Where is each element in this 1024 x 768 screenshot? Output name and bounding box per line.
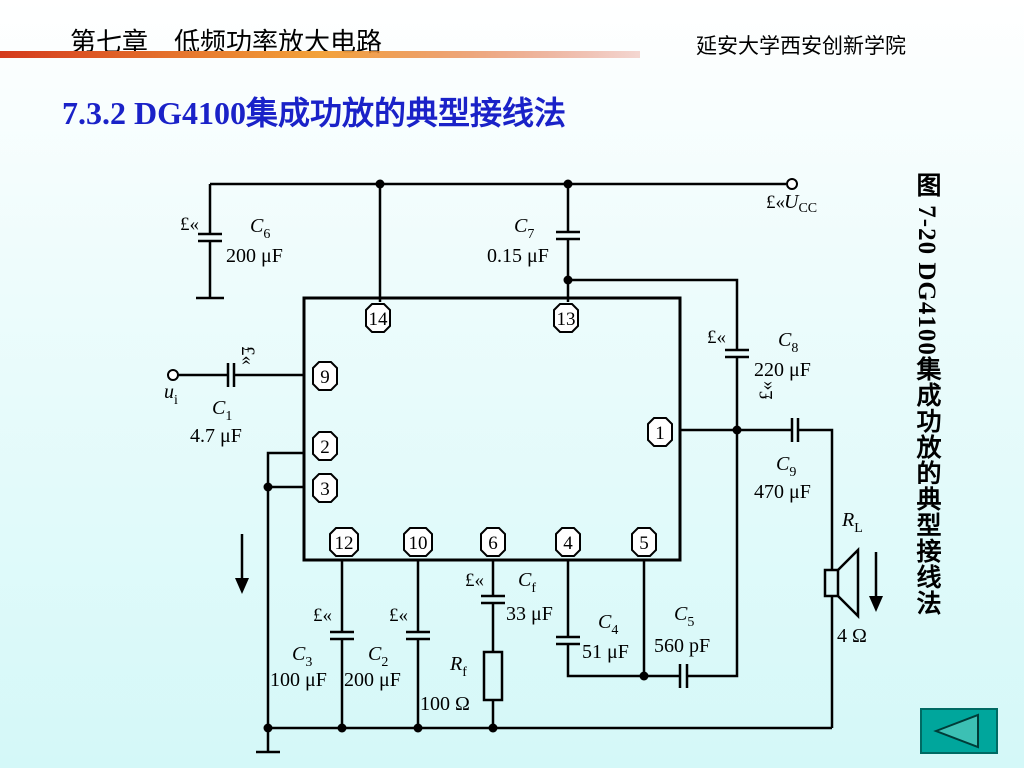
label-c5: C5 560 pF: [654, 603, 710, 657]
label-c4: C4 51 μF: [582, 611, 629, 663]
svg-text:6: 6: [488, 533, 498, 554]
svg-text:C6: C6: [250, 215, 270, 242]
svg-text:UCC: UCC: [784, 191, 817, 216]
svg-text:13: 13: [557, 309, 576, 330]
svg-text:5: 5: [639, 533, 649, 554]
svg-text:560 pF: 560 pF: [654, 635, 710, 657]
svg-text:C5: C5: [674, 603, 694, 630]
svg-text:470 μF: 470 μF: [754, 481, 811, 503]
svg-text:Cf: Cf: [518, 569, 536, 596]
left-triangle-icon: [933, 713, 979, 749]
label-c2: C2 200 μF: [344, 643, 401, 691]
svg-text:C1: C1: [212, 397, 232, 424]
svg-text:51 μF: 51 μF: [582, 641, 629, 663]
label-ucc: UCC: [784, 191, 817, 216]
svg-text:4: 4: [563, 533, 573, 554]
figure-caption: 图 7-20 DG4100集成功放的典型接线法: [913, 172, 940, 616]
plus-sign-c8: £«: [707, 327, 726, 348]
svg-text:0.15 μF: 0.15 μF: [487, 245, 549, 267]
label-c8: C8 220 μF: [754, 329, 811, 381]
svg-text:C8: C8: [778, 329, 798, 356]
label-rl: RL 4 Ω: [837, 509, 867, 647]
pin-3: 3: [312, 473, 338, 503]
svg-text:33 μF: 33 μF: [506, 603, 553, 625]
label-ui: ui: [164, 381, 178, 408]
label-rf: Rf 100 Ω: [420, 653, 470, 715]
svg-text:RL: RL: [841, 509, 863, 536]
label-c1: C1 4.7 μF: [190, 397, 242, 447]
pin-12: 12: [329, 527, 359, 557]
svg-text:1: 1: [655, 423, 665, 444]
svg-text:C3: C3: [292, 643, 312, 670]
pin-5: 5: [631, 527, 657, 557]
svg-text:220 μF: 220 μF: [754, 359, 811, 381]
svg-text:200 μF: 200 μF: [226, 245, 283, 267]
pin-6: 6: [480, 527, 506, 557]
plus-sign-ucc: £«: [766, 192, 785, 213]
pin-13: 13: [553, 303, 579, 333]
svg-text:C4: C4: [598, 611, 618, 638]
label-c3: C3 100 μF: [270, 643, 327, 691]
label-c9: C9 470 μF: [754, 453, 811, 503]
label-c6: C6 200 μF: [226, 215, 283, 267]
svg-text:C9: C9: [776, 453, 796, 480]
pin-10: 10: [403, 527, 433, 557]
label-c7: C7 0.15 μF: [487, 215, 549, 267]
svg-text:C2: C2: [368, 643, 388, 670]
svg-text:14: 14: [369, 309, 389, 330]
plus-sign-c3: £«: [313, 605, 332, 626]
plus-sign-c2: £«: [389, 605, 408, 626]
pin-9: 9: [312, 361, 338, 391]
svg-text:200 μF: 200 μF: [344, 669, 401, 691]
svg-text:4 Ω: 4 Ω: [837, 625, 867, 647]
svg-text:100 μF: 100 μF: [270, 669, 327, 691]
pin-2: 2: [312, 431, 338, 461]
svg-text:ui: ui: [164, 381, 178, 408]
svg-text:12: 12: [335, 533, 354, 554]
pin-14: 14: [365, 303, 391, 333]
pin-1: 1: [647, 417, 673, 447]
institution-name: 延安大学西安创新学院: [696, 34, 906, 58]
plus-sign-c6: £«: [180, 214, 199, 235]
pin-4: 4: [555, 527, 581, 557]
svg-text:100 Ω: 100 Ω: [420, 693, 470, 715]
svg-text:9: 9: [320, 367, 330, 388]
section-title: 7.3.2 DG4100集成功放的典型接线法: [62, 95, 567, 131]
plus-sign-cf: £«: [465, 570, 484, 591]
svg-text:4.7 μF: 4.7 μF: [190, 425, 242, 447]
plus-sign-c1: £«: [237, 346, 258, 365]
plus-sign-c9: £«: [756, 381, 777, 400]
header-rule: [0, 51, 640, 58]
svg-text:C7: C7: [514, 215, 534, 242]
previous-slide-button[interactable]: [920, 708, 998, 754]
svg-text:Rf: Rf: [449, 653, 467, 680]
svg-text:10: 10: [409, 533, 428, 554]
svg-text:3: 3: [320, 479, 330, 500]
label-cf: Cf 33 μF: [506, 569, 553, 625]
svg-text:2: 2: [320, 437, 330, 458]
